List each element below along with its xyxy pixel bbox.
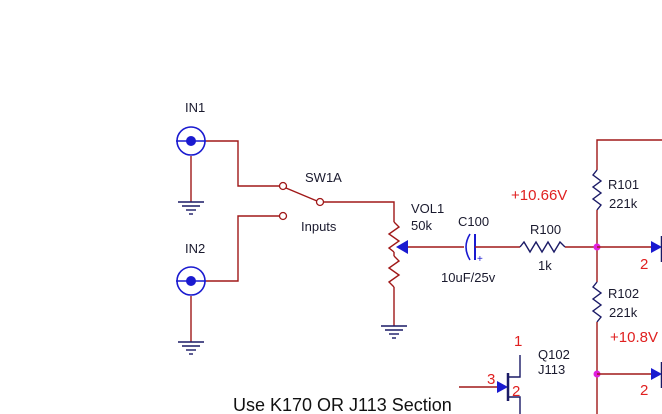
top-rail-wire — [596, 139, 662, 170]
right-gate-arrow-top — [651, 241, 662, 253]
q102-label: Q102 — [538, 347, 570, 362]
c100-value: 10uF/25v — [441, 270, 496, 285]
right-top-pin2: 2 — [640, 256, 648, 273]
r102-value: 221k — [609, 305, 638, 320]
voltage-annotation-1: +10.66V — [511, 187, 567, 204]
r101-value: 221k — [609, 196, 638, 211]
right-bottom-pin2: 2 — [640, 382, 648, 399]
r101-resistor — [591, 169, 603, 211]
r102-label: R102 — [608, 286, 639, 301]
voltage-annotation-2: +10.8V — [610, 329, 658, 346]
q102-pin3: 3 — [487, 371, 495, 388]
sw1a-switch — [278, 181, 325, 221]
vol1-label: VOL1 — [411, 201, 444, 216]
in1-ground — [178, 156, 204, 215]
r101-label: R101 — [608, 177, 639, 192]
in1-label: IN1 — [185, 100, 205, 115]
section-caption: Use K170 OR J113 Section — [233, 395, 452, 414]
switch-to-vol-wire — [324, 201, 395, 222]
c100-label: C100 — [458, 214, 489, 229]
r102-resistor — [591, 281, 603, 323]
switch-inputs-label: Inputs — [301, 219, 337, 234]
q102-jfet — [459, 355, 521, 414]
sw1a-label: SW1A — [305, 170, 342, 185]
q102-type: J113 — [538, 362, 565, 377]
q102-pin1: 1 — [514, 333, 522, 350]
vol1-ground — [381, 325, 407, 339]
right-gate-arrow-bottom — [651, 368, 662, 380]
in2-wire — [206, 215, 280, 282]
c100-capacitor — [465, 233, 476, 261]
in2-ground — [178, 296, 204, 355]
vol1-potentiometer — [387, 221, 408, 326]
vol1-value: 50k — [411, 218, 432, 233]
r100-resistor — [519, 240, 566, 254]
in1-wire — [206, 140, 280, 187]
r100-value: 1k — [538, 258, 552, 273]
q102-pin2: 2 — [512, 383, 520, 400]
c100-plus: + — [477, 254, 483, 265]
in2-label: IN2 — [185, 241, 205, 256]
in1-jack — [176, 126, 206, 156]
r100-label: R100 — [530, 222, 561, 237]
in2-jack — [176, 266, 206, 296]
